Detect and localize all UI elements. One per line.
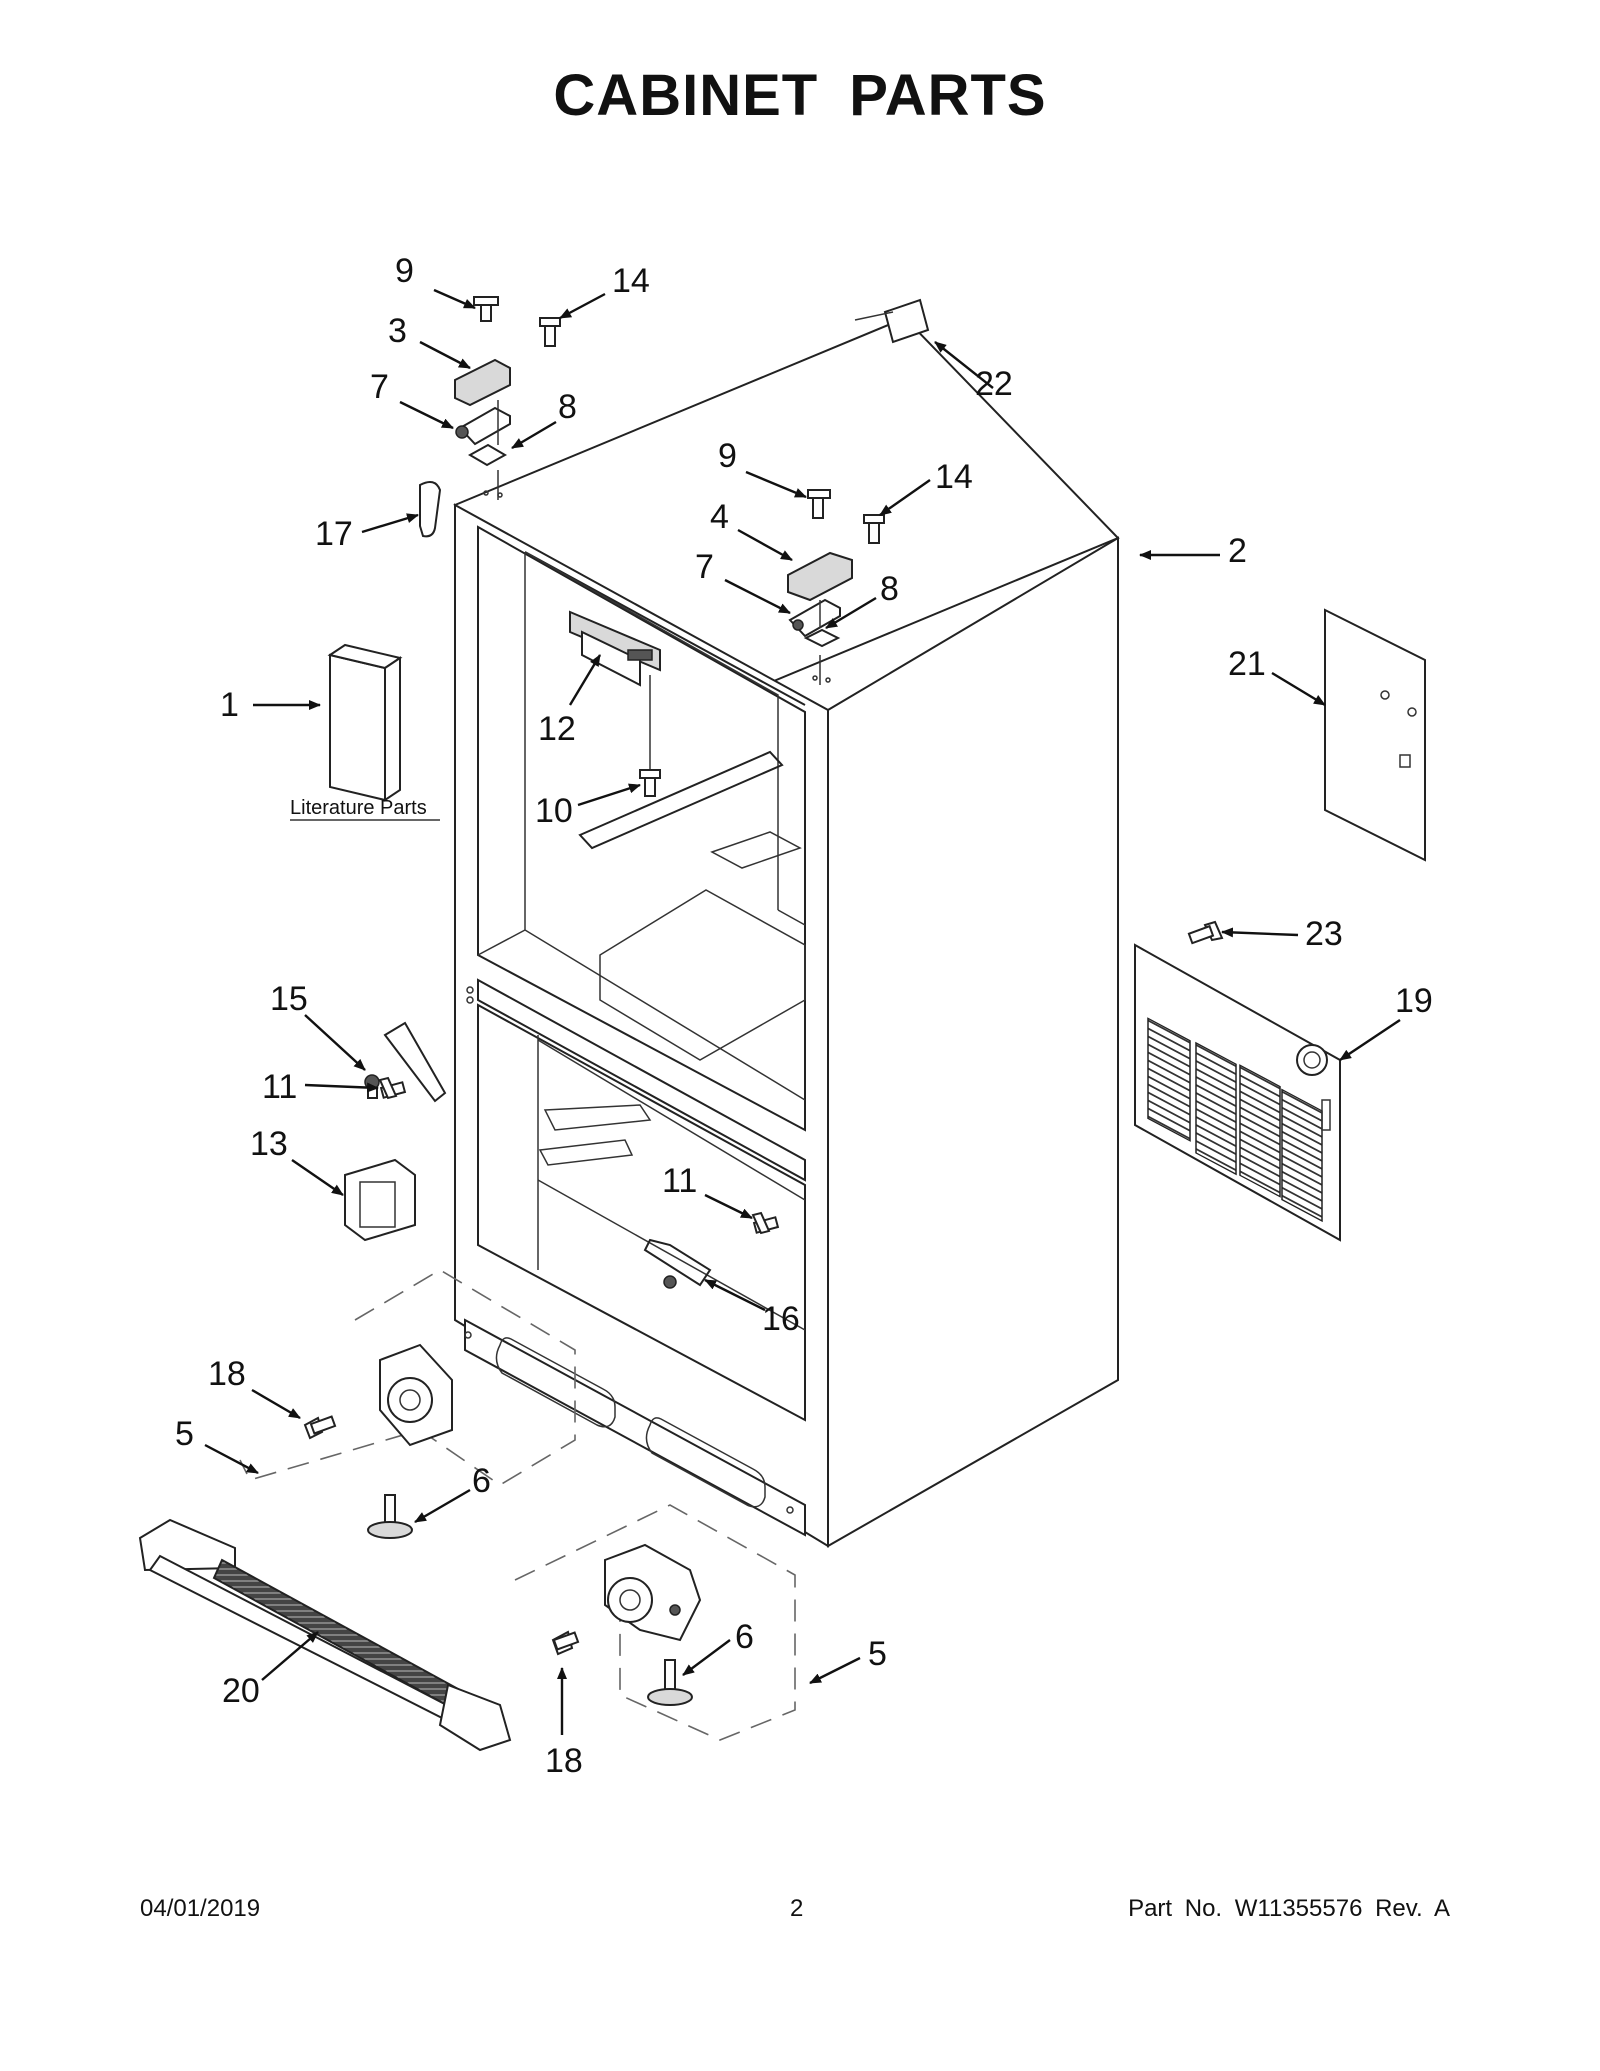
label-plate (883, 298, 930, 344)
footer-date: 04/01/2019 (140, 1895, 261, 1922)
callout-15: 15 (270, 980, 308, 1018)
callout-6-left: 6 (472, 1462, 491, 1500)
callout-2: 2 (1228, 532, 1247, 570)
callout-3: 3 (388, 312, 407, 350)
callout-1: 1 (220, 686, 239, 724)
callout-11-right: 11 (662, 1162, 697, 1200)
right-top-hinge (787, 489, 885, 685)
callout-7-top-center: 7 (695, 548, 714, 586)
literature-booklet (327, 643, 403, 802)
callout-10: 10 (535, 792, 573, 830)
housing-screw (639, 769, 661, 797)
callout-12: 12 (538, 710, 576, 748)
callout-arrows (204, 288, 1401, 1735)
literature-parts-label: Literature Parts (290, 797, 427, 819)
callout-5-right: 5 (868, 1635, 887, 1673)
footer-page-number: 2 (790, 1895, 804, 1922)
hinge-tube (419, 480, 442, 538)
callout-7-top-left: 7 (370, 368, 389, 406)
callout-13: 13 (250, 1125, 288, 1163)
cabinet-body (453, 316, 1120, 1548)
callout-6-right: 6 (735, 1618, 754, 1656)
callout-8-top-left: 8 (558, 388, 577, 426)
callout-5-left: 5 (175, 1415, 194, 1453)
roller-bracket-right (551, 1543, 702, 1706)
rear-access-cover (1134, 943, 1341, 1242)
callout-20: 20 (222, 1672, 260, 1710)
callout-9-top-center: 9 (718, 437, 737, 475)
left-top-hinge (454, 296, 561, 500)
callout-21: 21 (1228, 645, 1266, 683)
callout-8-top-center: 8 (880, 570, 899, 608)
callout-labels: 9 14 3 7 8 22 17 9 14 4 7 8 2 21 1 12 10… (175, 252, 1433, 1780)
footer-part-number: Part No. W11355576 Rev. A (1128, 1895, 1450, 1922)
toe-grille (138, 1518, 512, 1752)
callout-14-top-left: 14 (612, 262, 650, 300)
page-title: CABINET PARTS (553, 63, 1047, 128)
callout-14-top-center: 14 (935, 458, 973, 496)
callout-18-left: 18 (208, 1355, 246, 1393)
callout-23: 23 (1305, 915, 1343, 953)
callout-18-right: 18 (545, 1742, 583, 1780)
callout-11-left: 11 (262, 1068, 297, 1106)
roller-bracket-left (303, 1343, 453, 1539)
bracket-screw-left (378, 1076, 407, 1100)
callout-4: 4 (710, 498, 729, 536)
lower-hinge-bracket (643, 1238, 712, 1289)
control-housing (569, 610, 661, 770)
callout-9-top-left: 9 (395, 252, 414, 290)
grille-screw (1187, 920, 1224, 945)
callout-22: 22 (975, 365, 1013, 403)
back-panel (1324, 608, 1426, 862)
callout-19: 19 (1395, 982, 1433, 1020)
roller-assembly-left-outline (239, 1269, 576, 1486)
bracket-screw-right (751, 1211, 780, 1235)
hinge-cover (344, 1158, 416, 1242)
callout-17: 17 (315, 515, 353, 553)
roller-assembly-right-outline (514, 1504, 796, 1741)
callout-16: 16 (762, 1300, 800, 1338)
